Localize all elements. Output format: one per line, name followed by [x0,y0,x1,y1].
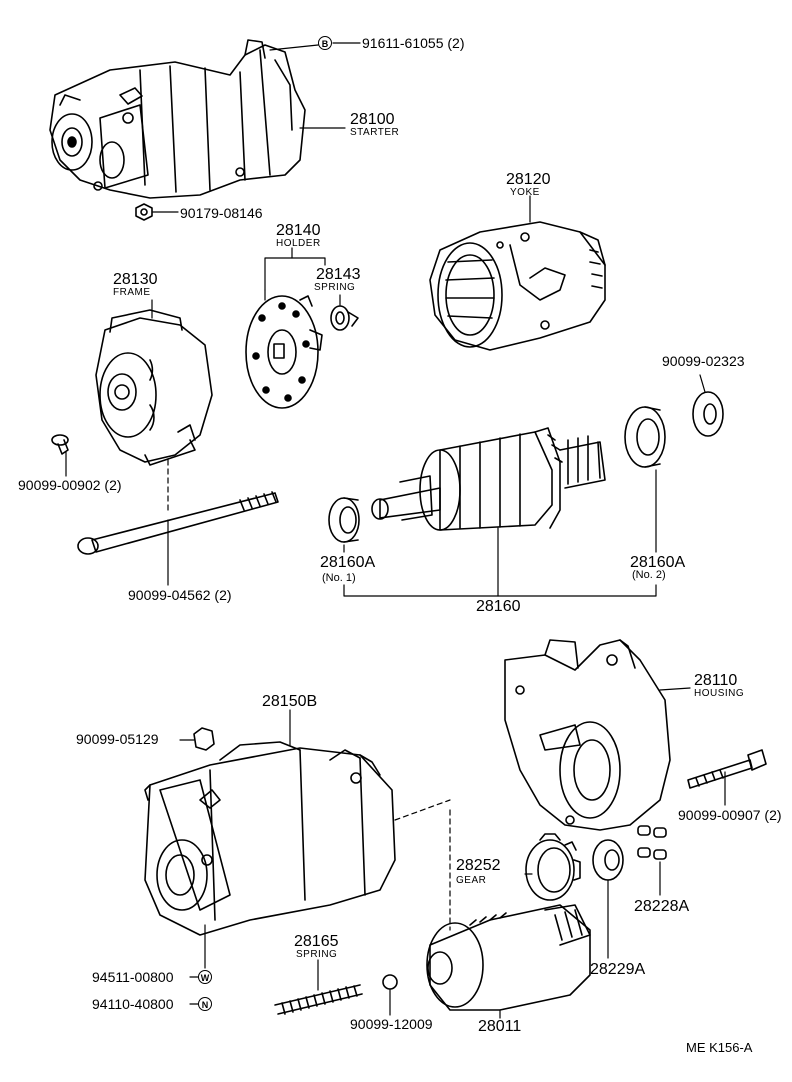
part-name-frame: FRAME [113,287,151,298]
brush-holder-drawing [245,295,323,409]
steel-ball-drawing [382,974,398,990]
part-name-housing: HOUSING [694,688,745,699]
part-number-28130: 28130 [113,271,158,288]
through-bolt-drawing [77,491,279,555]
part-note-no1: (No. 1) [322,572,356,584]
bearing-no2-drawing [624,406,666,468]
magnetic-switch-drawing [144,741,396,936]
part-number-90179-08146: 90179-08146 [180,205,263,221]
diagram-reference-code: ME K156-A [686,1040,753,1055]
starter-assembly-drawing [49,39,306,199]
bearing-no1-drawing [328,497,360,543]
roller-bearing-drawing [592,839,624,881]
bolt-90099-00907-drawing [687,749,767,789]
part-number-28160a-no1: 28160A [320,554,376,571]
commutator-end-frame-drawing [95,309,213,466]
yoke-drawing [429,221,606,351]
part-number-28120: 28120 [506,171,551,188]
drive-housing-drawing [504,639,671,831]
part-number-28100: 28100 [350,111,395,128]
part-number-28143: 28143 [316,266,361,283]
part-number-90099-04562: 90099-04562 (2) [128,587,232,603]
screw-90099-00902-drawing [51,434,69,455]
part-number-28252: 28252 [456,857,501,874]
part-number-91611-61055: 91611-61055 (2) [362,35,465,51]
mark-w-circle: W [198,970,212,984]
part-number-90099-00902: 90099-00902 (2) [18,477,122,493]
part-number-90099-02323: 90099-02323 [662,353,745,369]
part-number-90099-00907: 90099-00907 (2) [678,807,782,823]
spring-28143-drawing [330,305,359,331]
part-number-28165: 28165 [294,933,339,950]
part-number-28140: 28140 [276,222,321,239]
part-number-28160: 28160 [476,598,521,615]
part-name-starter: STARTER [350,127,400,138]
part-number-28229a: 28229A [590,961,646,978]
idler-gear-drawing [525,833,581,901]
part-name-spring-2: SPRING [296,949,338,960]
washer-90099-02323-drawing [692,391,724,437]
starter-clutch-drawing [426,904,591,1011]
nut-90179-drawing [135,203,153,221]
part-number-90099-05129: 90099-05129 [76,731,159,747]
mark-n-circle: N [198,997,212,1011]
mark-b-circle: B [318,36,332,50]
part-number-94511-00800: 94511-00800 [92,969,174,985]
part-name-spring: SPRING [314,282,356,293]
part-number-28150b: 28150B [262,693,318,710]
part-note-no2: (No. 2) [632,569,666,581]
part-name-holder: HOLDER [276,238,321,249]
steel-rollers-drawing [637,825,667,860]
part-number-28160a-no2: 28160A [630,554,686,571]
spring-28165-drawing [274,984,363,1015]
nut-90099-05129-drawing [193,727,215,751]
part-number-28011: 28011 [478,1018,522,1035]
part-number-28110: 28110 [694,672,738,689]
part-name-yoke: YOKE [510,187,540,198]
armature-drawing [371,427,606,531]
part-number-28228a: 28228A [634,898,690,915]
part-number-90099-12009: 90099-12009 [350,1016,433,1032]
part-name-gear: GEAR [456,875,487,886]
part-number-94110-40800: 94110-40800 [92,996,174,1012]
